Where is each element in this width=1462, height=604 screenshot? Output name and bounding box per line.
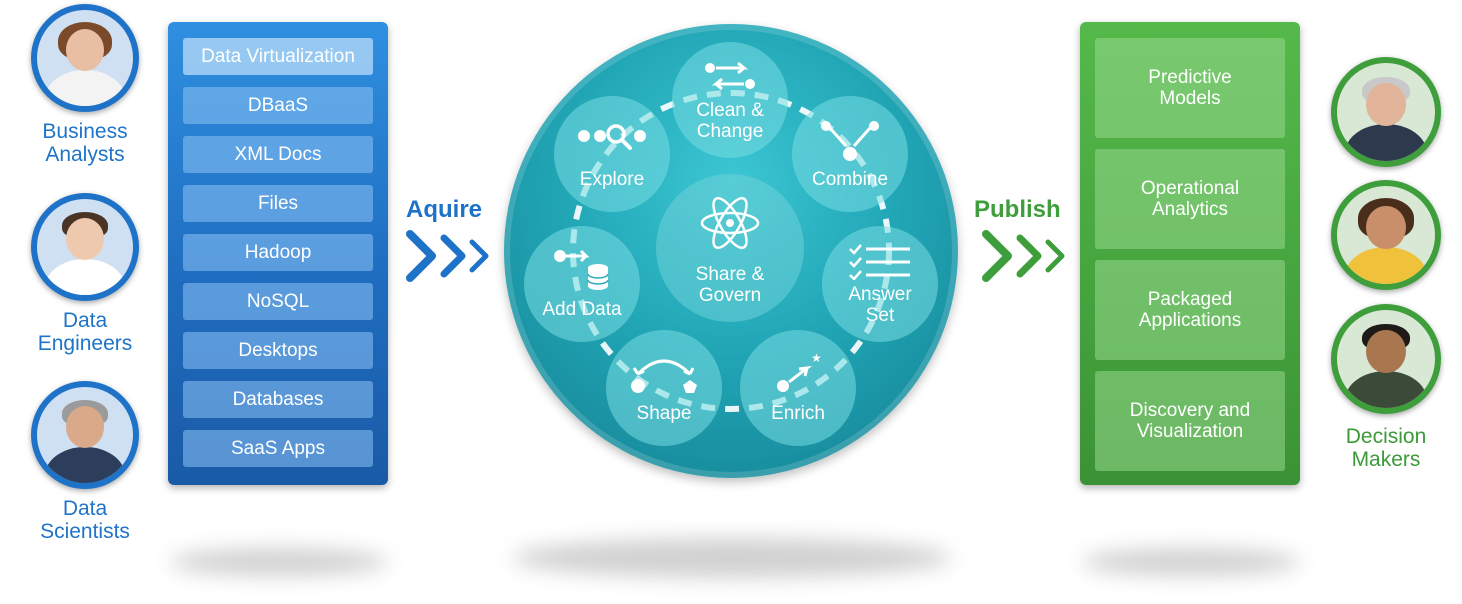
node-shape: Shape	[606, 330, 722, 446]
source-item: XML Docs	[183, 136, 373, 173]
data-sources-panel: Data Virtualization DBaaS XML Docs Files…	[168, 22, 388, 485]
avatar	[1331, 180, 1441, 290]
source-panel-shadow	[170, 548, 388, 576]
source-item: DBaaS	[183, 87, 373, 124]
acquire-chevrons-icon	[406, 230, 489, 282]
persona-data-scientists: Data Scientists	[15, 381, 155, 543]
persona-data-engineers: Data Engineers	[15, 193, 155, 355]
publish-label: Publish	[974, 196, 1061, 223]
node-share-govern: Share & Govern	[656, 174, 804, 322]
avatar	[31, 381, 139, 489]
swap-arrows-icon	[705, 61, 755, 91]
merge-icon	[821, 121, 879, 161]
svg-text:★: ★	[811, 352, 822, 365]
hub-shadow	[512, 538, 952, 578]
shape-transform-icon	[631, 359, 697, 393]
avatar	[1331, 57, 1441, 167]
avatar	[31, 4, 139, 112]
node-answer-set: Answer Set	[822, 226, 938, 342]
avatar	[1331, 304, 1441, 414]
persona-label-decision-makers: Decision Makers	[1345, 425, 1427, 471]
center-label: Govern	[698, 285, 762, 306]
atom-icon	[700, 196, 760, 250]
source-item: Hadoop	[183, 234, 373, 271]
checklist-icon	[849, 244, 910, 280]
publish-panel-shadow	[1082, 548, 1300, 576]
persona-label: Data Scientists	[40, 497, 130, 543]
publish-chevrons-icon	[982, 230, 1065, 282]
enrich-star-icon: ★	[777, 352, 822, 392]
persona-label: Data Engineers	[37, 309, 133, 355]
acquire-label: Aquire	[406, 196, 483, 223]
source-item: NoSQL	[183, 283, 373, 320]
persona-label: Business Analysts	[42, 120, 128, 166]
avatar	[31, 193, 139, 301]
source-item: Desktops	[183, 332, 373, 369]
explore-search-icon	[578, 124, 646, 150]
source-item: SaaS Apps	[183, 430, 373, 467]
node-clean-change: Clean & Change	[672, 42, 788, 158]
center-label: Share &	[695, 264, 765, 285]
node-add-data: Add Data	[524, 226, 640, 342]
source-item: Databases	[183, 381, 373, 418]
add-database-icon	[554, 249, 609, 290]
source-item: Files	[183, 185, 373, 222]
node-enrich: ★ Enrich	[740, 330, 856, 446]
persona-business-analysts: Business Analysts	[15, 4, 155, 166]
node-explore: Explore	[554, 96, 670, 212]
source-item: Data Virtualization	[183, 38, 373, 75]
node-combine: Combine	[792, 96, 908, 212]
